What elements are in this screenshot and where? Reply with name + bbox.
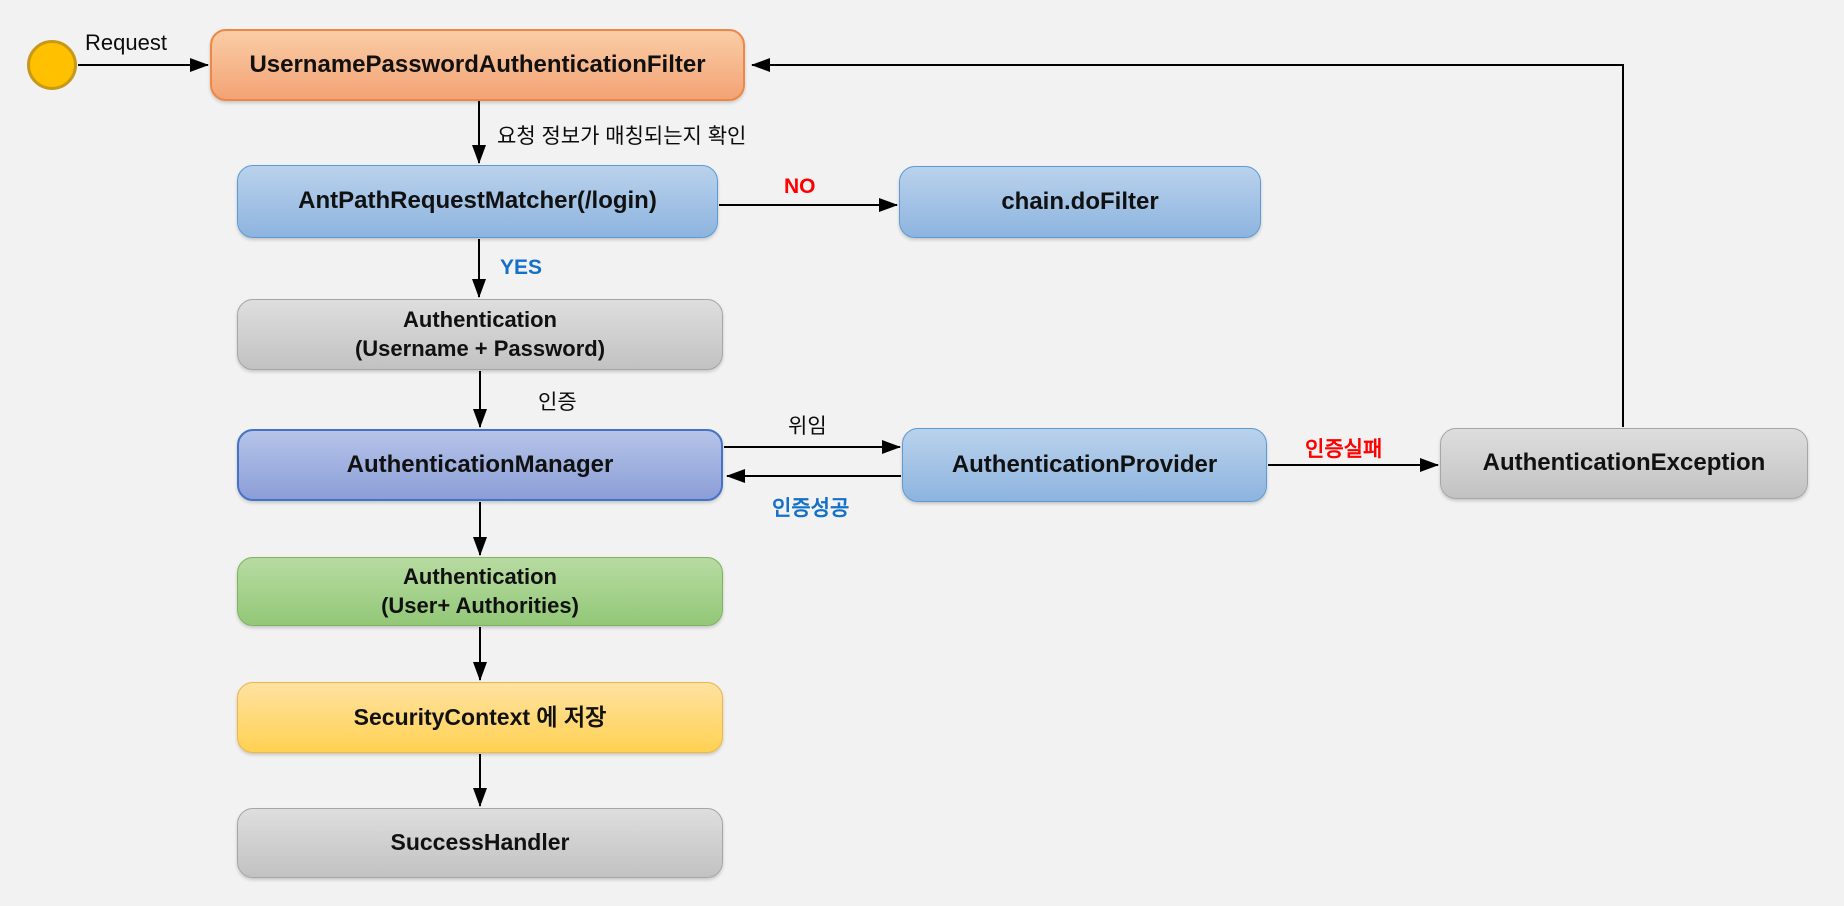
node-chain-do-filter: chain.doFilter (899, 166, 1261, 238)
delegate-label: 위임 (788, 415, 827, 438)
node-authentication-exception: AuthenticationException (1440, 428, 1808, 499)
node-authentication-provider: AuthenticationProvider (902, 428, 1267, 502)
start-node-circle (27, 40, 77, 90)
edge-exception-loop (751, 58, 1624, 427)
request-label: Request (85, 30, 167, 55)
node-authentication-user-authorities: Authentication (User+ Authorities) (237, 557, 723, 626)
yes-label: YES (500, 256, 543, 279)
authenticate-label: 인증 (538, 391, 577, 414)
node-security-context-save: SecurityContext 에 저장 (237, 682, 723, 753)
node-authentication-manager: AuthenticationManager (237, 429, 723, 501)
auth-fail-label: 인증실패 (1305, 438, 1383, 461)
match-check-label: 요청 정보가 매칭되는지 확인 (497, 125, 747, 148)
node-ant-path-request-matcher: AntPathRequestMatcher(/login) (237, 165, 718, 238)
no-label: NO (784, 175, 816, 198)
node-authentication-username-password: Authentication (Username + Password) (237, 299, 723, 370)
node-success-handler: SuccessHandler (237, 808, 723, 878)
auth-success-label: 인증성공 (772, 497, 850, 520)
node-username-password-authentication-filter: UsernamePasswordAuthenticationFilter (210, 29, 745, 101)
